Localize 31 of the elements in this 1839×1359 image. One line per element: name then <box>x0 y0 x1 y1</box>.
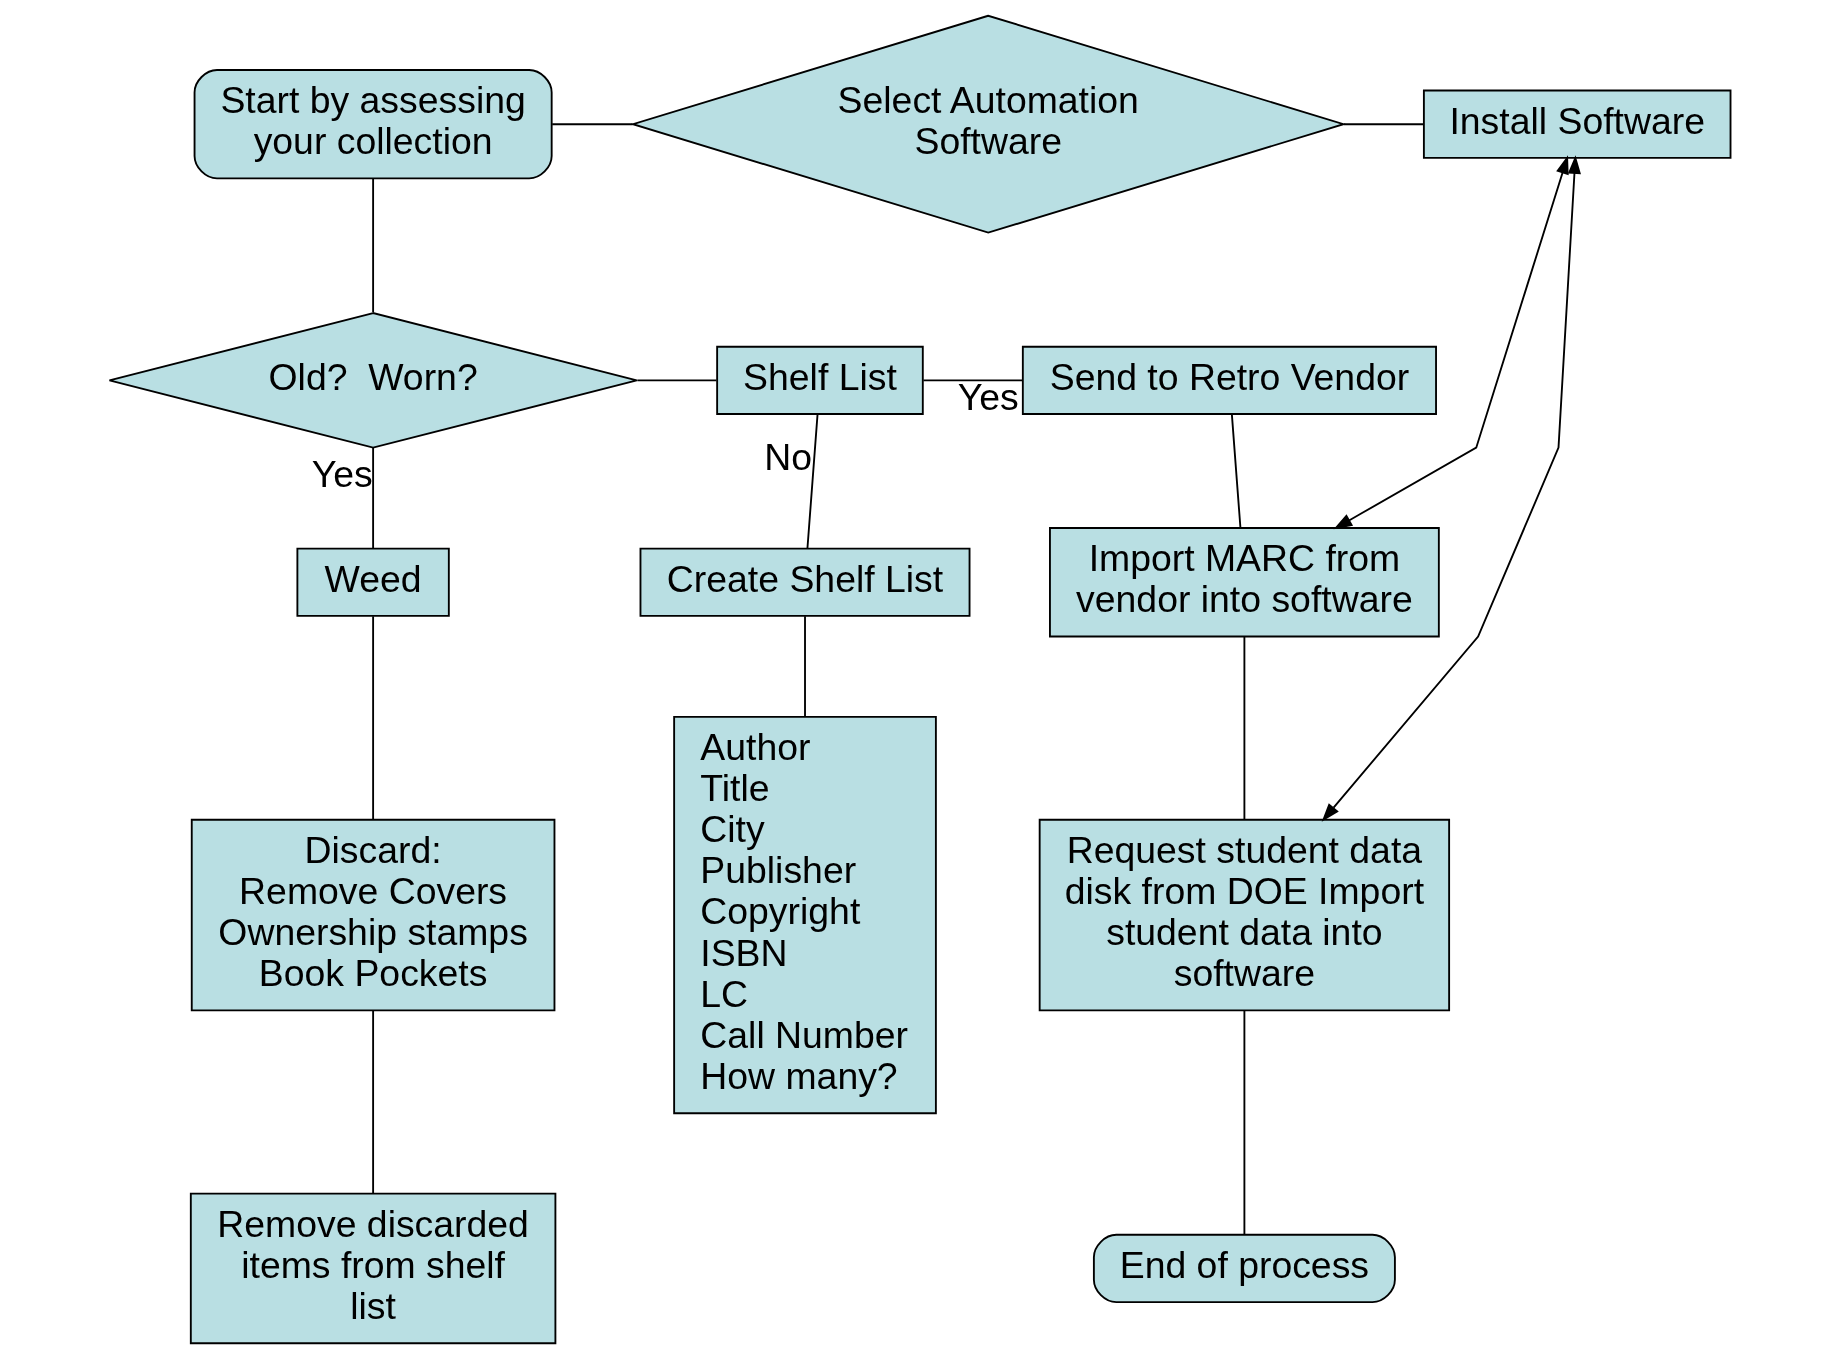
arrow <box>1333 155 1569 530</box>
edge-label: No <box>763 435 812 478</box>
connector <box>1230 413 1241 529</box>
node-box: Request student data disk from DOE Import student data into software <box>1038 818 1450 1012</box>
node-box: End of process <box>1092 1233 1396 1304</box>
edge-label: Yes <box>311 452 373 495</box>
node-box: Send to Retro Vendor <box>1021 345 1437 415</box>
node-box: Weed <box>295 547 450 617</box>
connector <box>922 379 1023 382</box>
connector <box>371 178 374 314</box>
connector <box>371 1009 374 1195</box>
connector <box>1342 123 1424 126</box>
connector <box>371 615 374 821</box>
node-box: Author Title City Publisher Copyright ISBN LC Call Number How many? <box>672 715 937 1115</box>
node-box: Install Software <box>1422 89 1731 159</box>
node-box: Remove discarded items from shelf list <box>189 1192 556 1345</box>
edge-label: Yes <box>957 376 1019 419</box>
arrow <box>1321 155 1581 822</box>
connector <box>803 615 806 718</box>
connector <box>1242 636 1245 821</box>
connector <box>635 379 717 382</box>
connector <box>550 123 633 126</box>
node-box: Import MARC from vendor into software <box>1048 527 1440 638</box>
node-diamond: Old? Worn? <box>108 312 638 449</box>
node-box: Start by assessing your collection <box>193 69 553 180</box>
node-box: Create Shelf List <box>639 547 970 617</box>
connector <box>371 446 374 550</box>
node-box: Shelf List <box>715 345 924 415</box>
node-box: Discard: Remove Covers Ownership stamps Book Pockets <box>190 818 555 1012</box>
connector <box>806 413 818 549</box>
connector <box>1242 1009 1245 1235</box>
